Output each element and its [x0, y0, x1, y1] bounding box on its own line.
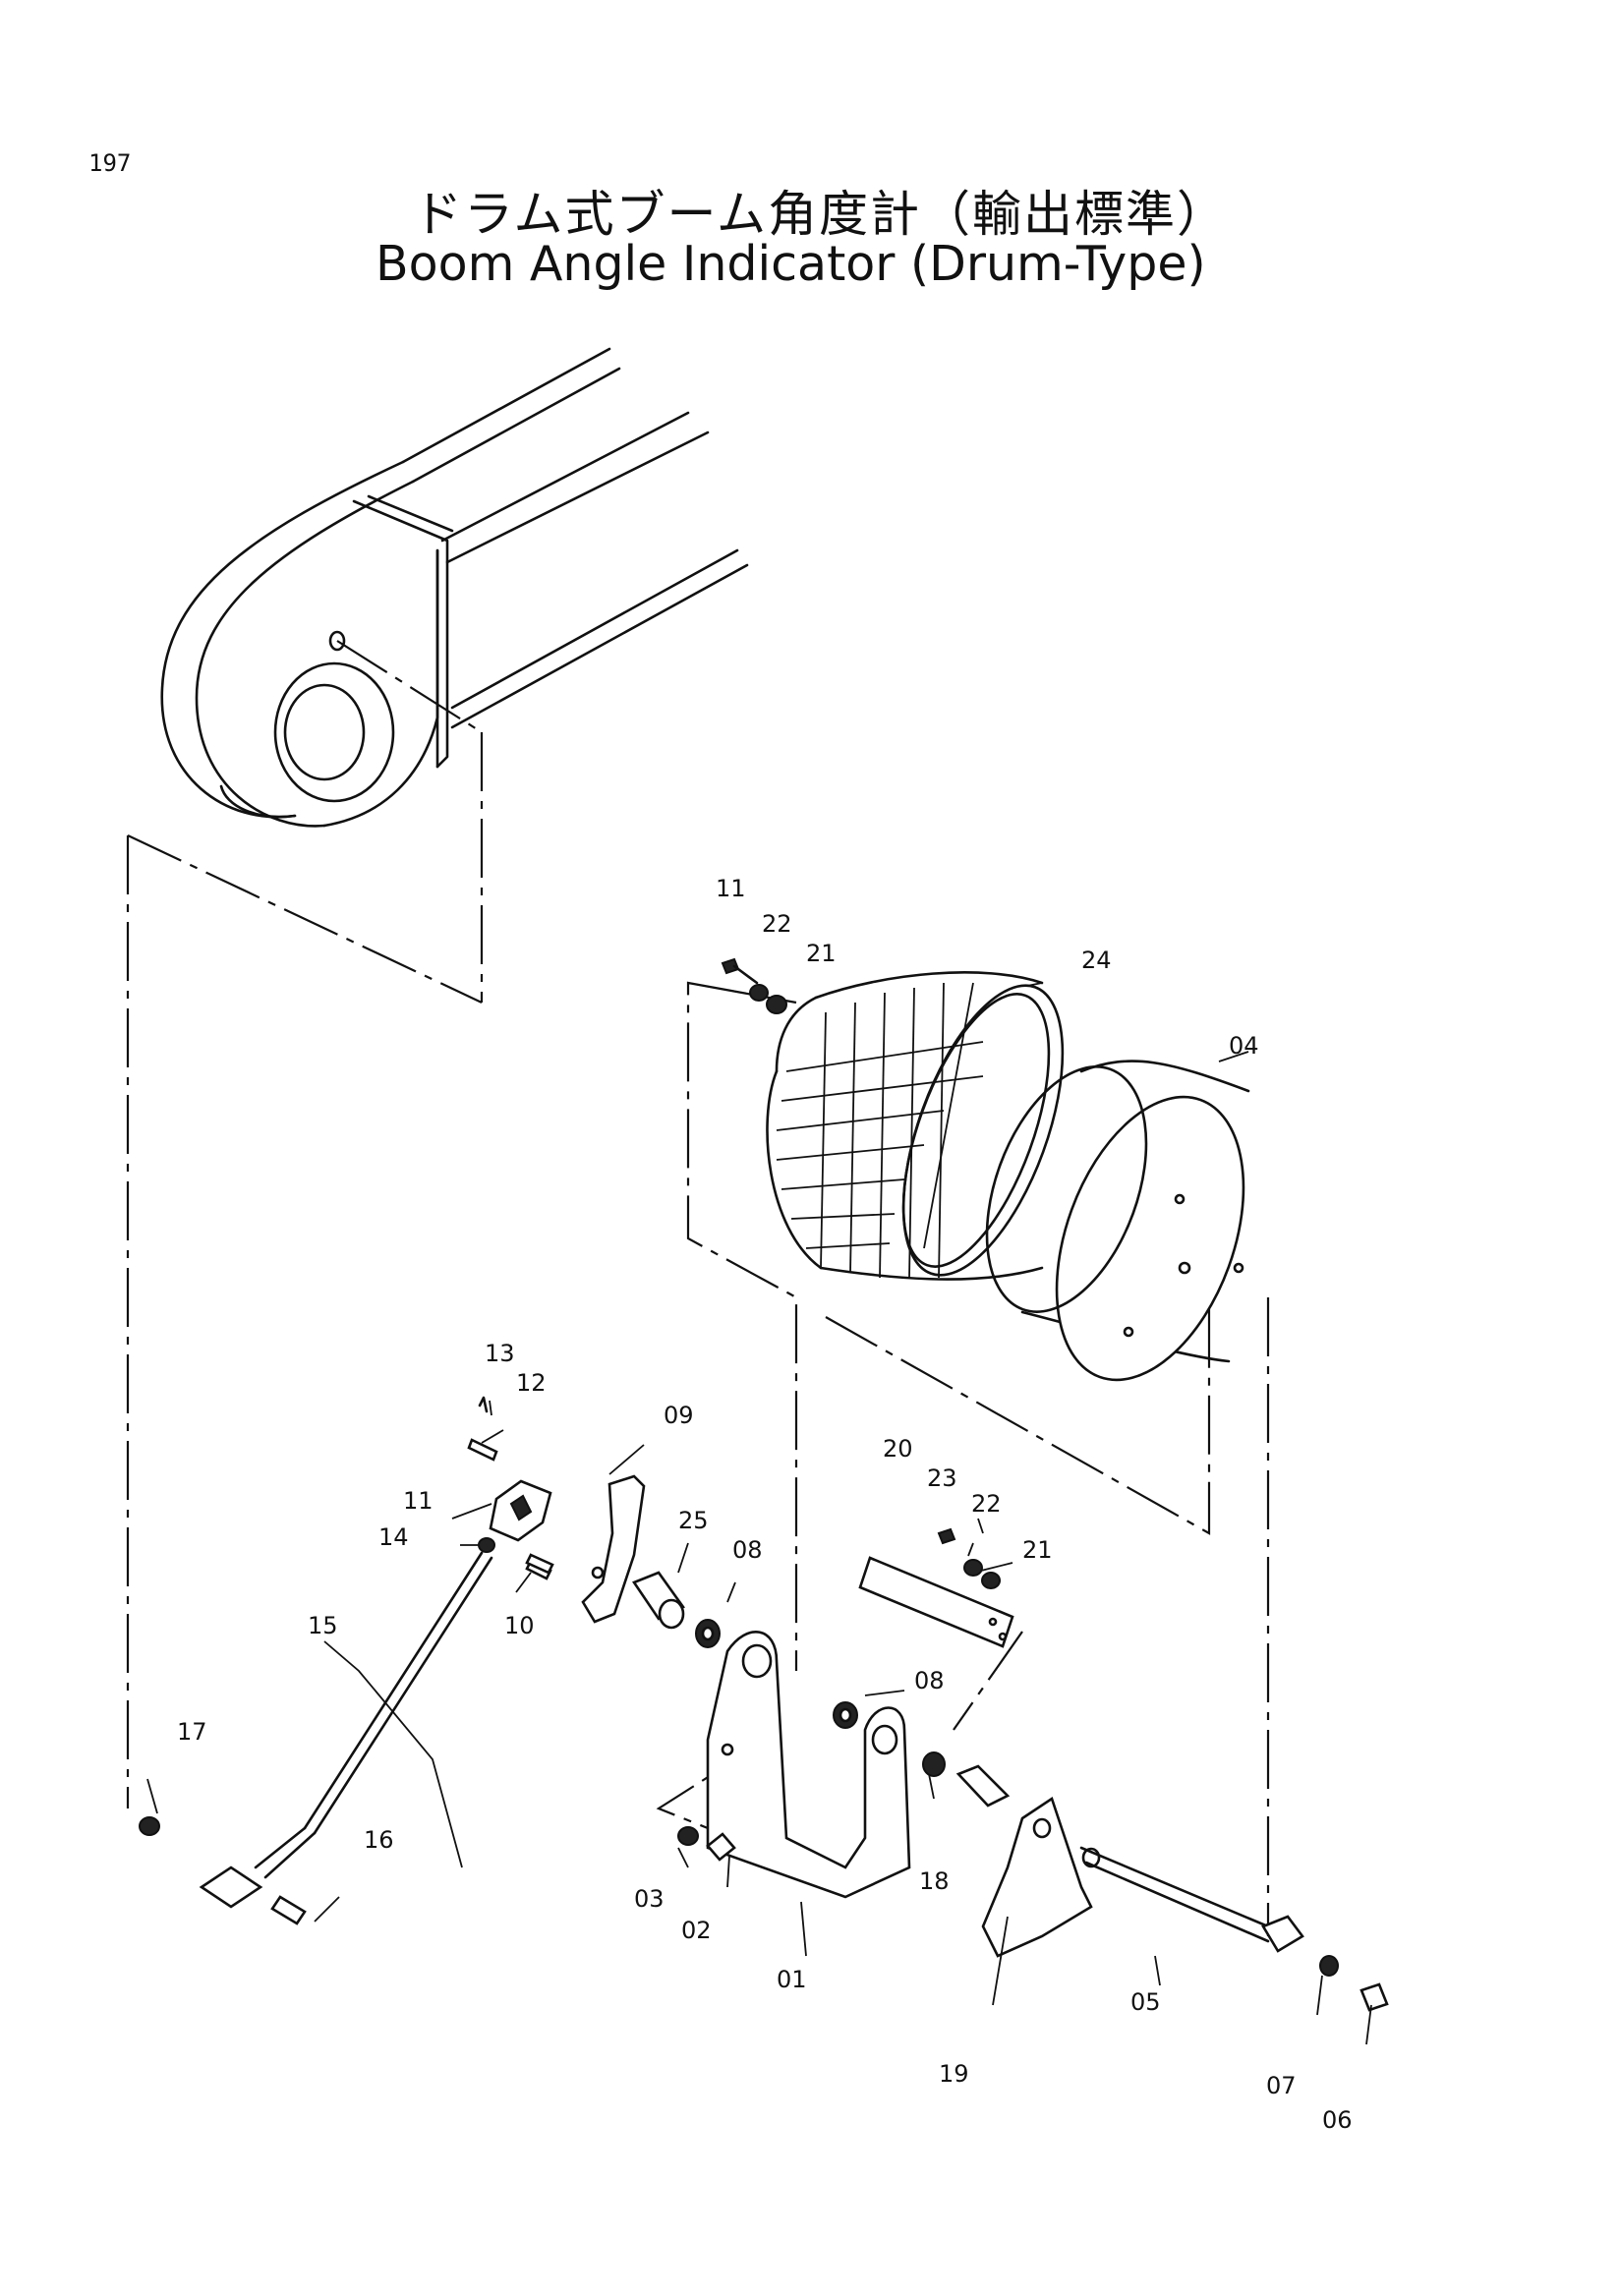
callout-23-top: 11 — [716, 875, 746, 902]
callout-05: 05 — [1130, 1988, 1161, 2016]
callout-03: 03 — [634, 1885, 665, 1913]
title-japanese: ドラム式ブーム角度計（輸出標準） — [413, 186, 1228, 243]
callout-14: 14 — [378, 1523, 409, 1551]
small-bolts — [525, 1553, 736, 1862]
callout-19: 19 — [939, 2060, 969, 2088]
callout-leaders — [146, 982, 1372, 2045]
callout-24: 24 — [1081, 947, 1112, 974]
callout-13: 13 — [485, 1340, 515, 1367]
arm-09 — [581, 1474, 646, 1624]
callout-23-mid: 23 — [927, 1464, 957, 1492]
leader-line-bracket — [825, 1288, 1211, 1535]
page-number: 197 — [88, 149, 132, 177]
callout-21-top: 21 — [806, 940, 837, 967]
callout-08-right: 08 — [914, 1667, 945, 1694]
callout-21-mid: 21 — [1022, 1536, 1053, 1564]
callout-11: 11 — [403, 1487, 434, 1515]
callout-20: 20 — [883, 1435, 913, 1463]
base-bracket-01 — [706, 1631, 911, 1899]
callout-07: 07 — [1266, 2072, 1297, 2099]
top-fasteners — [721, 957, 787, 1014]
title-english: Boom Angle Indicator (Drum-Type) — [376, 236, 1206, 292]
callout-16: 16 — [364, 1826, 394, 1854]
callout-15: 15 — [308, 1612, 338, 1639]
leader-line-plate — [953, 1631, 1023, 1731]
drum-housing-04 — [985, 1060, 1250, 1382]
callout-17: 17 — [177, 1718, 207, 1746]
upper-linkage — [467, 1396, 552, 1580]
boom-end — [160, 347, 749, 1003]
leader-line-left — [127, 834, 483, 1004]
plate-20 — [858, 1527, 1014, 1648]
callout-12: 12 — [516, 1369, 547, 1397]
callout-04: 04 — [1229, 1032, 1259, 1060]
callout-10: 10 — [504, 1612, 535, 1639]
callout-25: 25 — [678, 1507, 709, 1534]
callout-02: 02 — [681, 1917, 712, 1944]
callout-06: 06 — [1322, 2106, 1353, 2134]
leader-line-drum — [686, 981, 798, 1671]
drum-scale-24 — [766, 971, 1065, 1281]
callout-22-mid: 22 — [971, 1490, 1002, 1518]
stand-19-shaft-05 — [955, 1764, 1389, 2012]
callout-labels: 11 22 21 24 04 13 12 09 20 23 22 21 11 1… — [177, 875, 1353, 2134]
callout-08-left: 08 — [732, 1536, 763, 1564]
rod-15 — [139, 1551, 493, 1925]
spacer-25 — [632, 1571, 721, 1648]
callout-09: 09 — [664, 1402, 694, 1429]
callout-18: 18 — [919, 1867, 950, 1895]
right-washers — [833, 1701, 946, 1777]
callout-01: 01 — [777, 1966, 807, 1993]
callout-22-top: 22 — [762, 910, 792, 938]
